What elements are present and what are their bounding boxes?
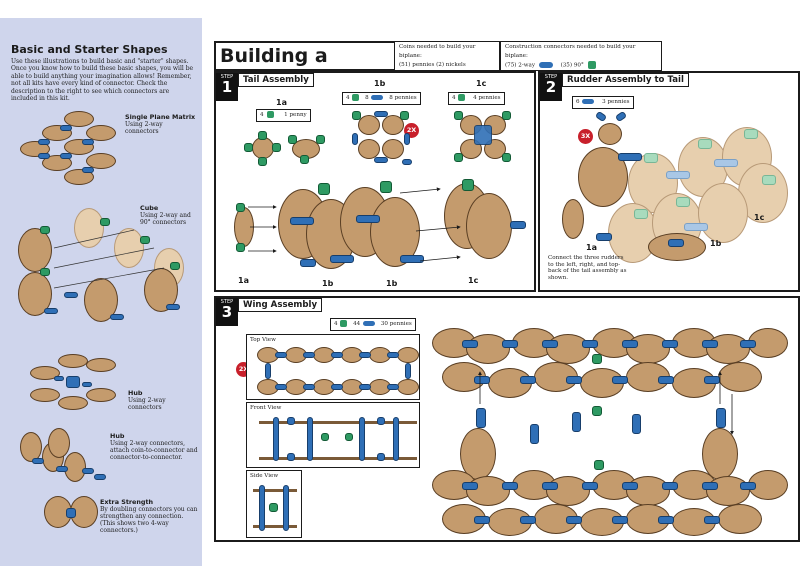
rudder-label-1c: 1c <box>754 213 765 222</box>
rudder-label-1b: 1b <box>710 239 722 248</box>
top-view-box: Top View <box>246 334 420 400</box>
connectors-90-count: (35) 90° <box>560 62 584 69</box>
page-title: Building a Biplane <box>214 41 394 89</box>
connectors-needed-box: Construction connectors needed to build … <box>500 41 662 71</box>
step-3-requirements: 4 44 30 pennies <box>330 318 416 331</box>
connector-90-icon <box>587 61 596 69</box>
hub-flat-illustration <box>30 354 120 410</box>
coins-needed-label: Coins needed to build your biplane: <box>399 44 476 59</box>
front-view-label: Front View <box>250 405 282 411</box>
side-view-box: Side View <box>246 470 302 538</box>
coins-needed-values: (51) pennies (2) nickels <box>399 62 466 68</box>
rudder-label-1a: 1a <box>586 243 597 252</box>
tail-label-1c: 1c <box>468 276 479 285</box>
front-view-box: Front View <box>246 402 420 468</box>
hub-stacked-illustration <box>20 428 110 488</box>
repeat-badge-rudder: 3X <box>578 129 593 144</box>
single-plane-matrix-illustration <box>12 111 122 188</box>
connector-90-icon <box>340 320 348 327</box>
side-view-label: Side View <box>250 473 279 479</box>
tail-label-1b-right: 1b <box>386 279 398 288</box>
step-1-heading: Tail Assembly <box>238 73 314 87</box>
starter-shapes-intro: Use these illustrations to build basic a… <box>11 58 194 103</box>
connector-90-icon <box>267 111 275 118</box>
tail-with-rudders-illustration <box>548 123 798 273</box>
connectors-needed-label: Construction connectors needed to build … <box>505 44 636 59</box>
cube-illustration <box>14 208 194 328</box>
extra-strength-illustration <box>44 494 104 534</box>
cube-arrows <box>53 229 165 289</box>
part-1a-label: 1a <box>276 98 287 107</box>
connector-2way-icon <box>363 321 376 326</box>
step-3-heading: Wing Assembly <box>238 298 323 312</box>
top-view-label: Top View <box>250 337 276 343</box>
part-1b-illustration <box>352 111 412 166</box>
part-1a-requirements: 4 1 penny <box>256 109 311 122</box>
connectors-2way-count: (75) 2-way <box>505 62 535 69</box>
rudder-note: Connect the three rudders to the left, r… <box>548 255 627 281</box>
connector-2way-icon <box>582 99 595 104</box>
wing-assembly-arrows <box>478 371 734 435</box>
rudder-illustration <box>594 110 630 147</box>
part-1b-label: 1b <box>374 79 386 88</box>
tail-label-1a: 1a <box>238 276 249 285</box>
connector-90-icon <box>458 94 466 101</box>
part-1a-illustration <box>238 127 328 172</box>
wing-assembly-illustration <box>432 324 792 538</box>
connectors-needed-values: (75) 2-way (35) 90° <box>505 61 657 71</box>
starter-shapes-title: Basic and Starter Shapes <box>11 43 168 56</box>
starter-shapes-panel: Basic and Starter Shapes Use these illus… <box>0 18 202 566</box>
coins-needed-box: Coins needed to build your biplane: (51)… <box>394 41 500 71</box>
connector-2way-icon <box>371 95 384 100</box>
step-2-heading: Rudder Assembly to Tail <box>562 73 689 87</box>
tail-assembly-arrows <box>248 187 461 262</box>
part-1c-illustration <box>454 111 514 166</box>
part-1c-label: 1c <box>476 79 487 88</box>
part-1b-requirements: 4 8 8 pennies <box>342 92 421 105</box>
tail-assembly-illustration <box>230 179 530 271</box>
connector-2way-icon <box>538 62 553 68</box>
step-2-requirements: 6 3 pennies <box>572 96 634 109</box>
tail-label-1b-left: 1b <box>322 279 334 288</box>
part-1c-requirements: 4 4 pennies <box>448 92 505 105</box>
connector-90-icon <box>352 94 360 101</box>
